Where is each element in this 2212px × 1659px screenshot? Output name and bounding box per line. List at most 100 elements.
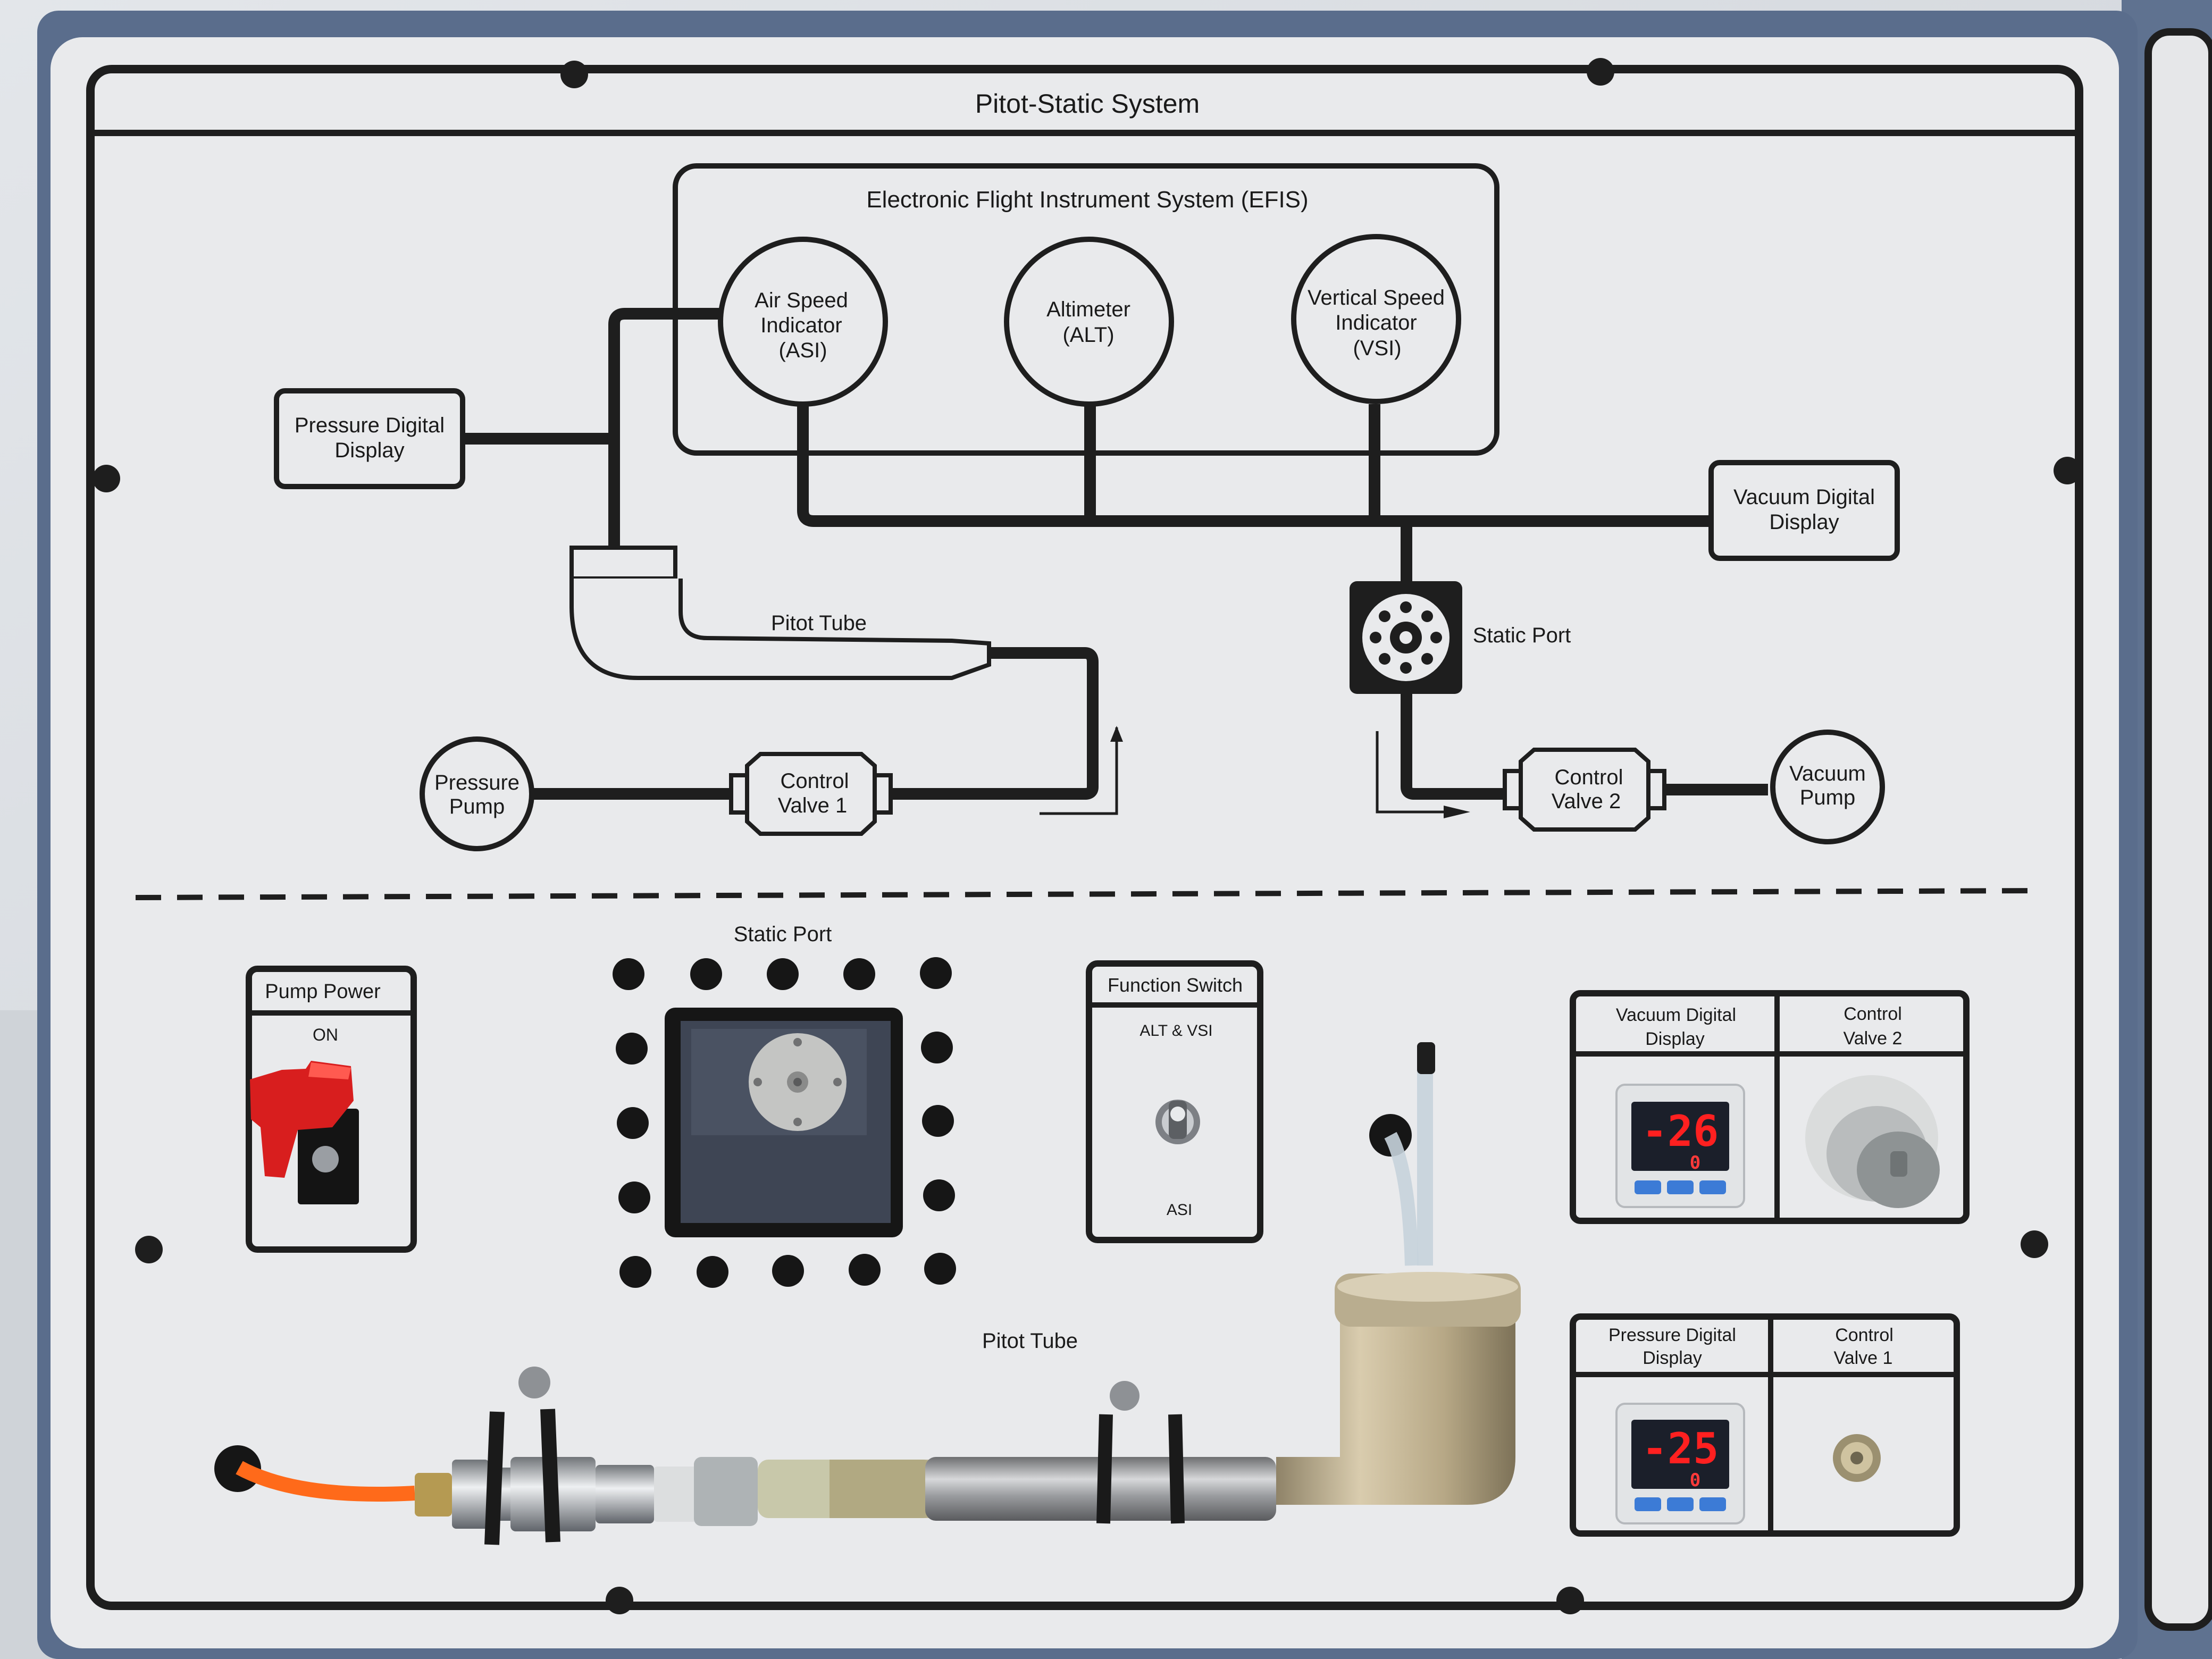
screw-icon bbox=[606, 1587, 633, 1614]
alt-label-1: Altimeter bbox=[1046, 298, 1130, 321]
screw-icon bbox=[93, 465, 120, 492]
pitot-tube-cap bbox=[569, 546, 677, 581]
pump-power-on-label: ON bbox=[313, 1025, 338, 1044]
function-switch-bottom-label: ASI bbox=[1167, 1201, 1192, 1219]
alt-label-2: (ALT) bbox=[1062, 323, 1114, 347]
flow-arrow-up bbox=[1040, 727, 1118, 815]
pressure-display-label-2: Display bbox=[334, 439, 404, 462]
static-port-diagram-label: Static Port bbox=[1473, 624, 1571, 647]
function-switch-title: Function Switch bbox=[1108, 974, 1243, 996]
vacuum-readout-sub: 0 bbox=[1690, 1152, 1700, 1174]
vacuum-display-label-2: Display bbox=[1645, 1029, 1704, 1049]
asi-label-1: Air Speed bbox=[755, 289, 848, 312]
pitot-tube-body bbox=[569, 579, 991, 680]
vsi-label-1: Vertical Speed bbox=[1308, 286, 1445, 309]
vacuum-valve-label-2: Valve 2 bbox=[1844, 1028, 1903, 1049]
vsi-circle bbox=[1291, 234, 1461, 404]
vacuum-readout-main: -26 bbox=[1642, 1107, 1719, 1156]
static-port-hardware-label: Static Port bbox=[734, 923, 832, 946]
pressure-pump-label-2: Pump bbox=[449, 795, 505, 818]
pressure-pump-circle bbox=[420, 736, 534, 851]
pressure-display-button-right[interactable] bbox=[1699, 1497, 1726, 1511]
pressure-display-label-2: Display bbox=[1643, 1348, 1702, 1368]
hex-fitting-1 bbox=[452, 1460, 489, 1529]
screw-icon bbox=[1556, 1587, 1584, 1614]
vacuum-valve-label-1: Control bbox=[1844, 1004, 1902, 1024]
pitot-tube-hardware-label: Pitot Tube bbox=[982, 1329, 1078, 1353]
schematic-diagram bbox=[135, 163, 2042, 900]
pitot-supply-line bbox=[888, 647, 1099, 800]
control-valve-1-label-2: Valve 1 bbox=[778, 794, 847, 817]
clamp-screw-icon bbox=[1110, 1381, 1139, 1411]
vacuum-pump-label-1: Vacuum bbox=[1789, 762, 1866, 785]
mounting-screws bbox=[93, 58, 2081, 1614]
panel-title: Pitot-Static System bbox=[975, 89, 1200, 119]
vacuum-display-box bbox=[1708, 460, 1900, 561]
asi-label-3: (ASI) bbox=[778, 339, 827, 362]
vacuum-display-button-left[interactable] bbox=[1635, 1180, 1661, 1194]
clamp-screw-icon bbox=[518, 1367, 550, 1398]
pipe-clamp-1 bbox=[484, 1409, 560, 1545]
control-valve-1-knob[interactable] bbox=[1833, 1434, 1881, 1482]
asi-label-2: Indicator bbox=[760, 314, 842, 337]
white-collar bbox=[654, 1467, 697, 1522]
static-line bbox=[797, 404, 1717, 527]
pressure-display-label-1: Pressure Digital bbox=[1608, 1325, 1736, 1345]
vacuum-pump-circle bbox=[1770, 730, 1885, 844]
pressure-digital-display: -25 0 bbox=[1615, 1403, 1745, 1524]
asi-circle bbox=[718, 237, 888, 407]
vsi-label-3: (VSI) bbox=[1353, 337, 1401, 360]
vacuum-instrument-box: Vacuum Digital Display Control Valve 2 -… bbox=[1570, 990, 1970, 1224]
pressure-readout-main: -25 bbox=[1642, 1424, 1719, 1473]
screw-icon bbox=[1587, 58, 1614, 86]
screw-icon bbox=[560, 61, 588, 88]
function-switch-panel: Function Switch ALT & VSI ASI bbox=[1086, 960, 1263, 1243]
orange-air-hose bbox=[236, 1461, 415, 1502]
hose-clamp-2 bbox=[694, 1457, 758, 1526]
panel-border bbox=[86, 65, 2083, 1610]
screw-icon bbox=[2054, 457, 2081, 484]
static-port-bolts bbox=[613, 957, 956, 1288]
section-divider bbox=[135, 888, 2042, 900]
control-valve-1-symbol bbox=[729, 752, 893, 836]
tube-fitting-top bbox=[1417, 1042, 1435, 1074]
pitot-tube-diagram-label: Pitot Tube bbox=[771, 611, 867, 635]
alt-circle bbox=[1004, 237, 1174, 407]
static-port-hardware: Static Port bbox=[613, 923, 956, 1288]
pressure-valve-label-1: Control bbox=[1835, 1325, 1893, 1345]
control-valve-2-symbol bbox=[1503, 748, 1666, 832]
function-switch-top-label: ALT & VSI bbox=[1139, 1022, 1212, 1040]
pump-power-title: Pump Power bbox=[265, 981, 381, 1003]
vacuum-line bbox=[1401, 691, 1505, 800]
pressure-display-button-mid[interactable] bbox=[1667, 1497, 1694, 1511]
vacuum-display-button-right[interactable] bbox=[1699, 1180, 1726, 1194]
vacuum-display-label-2: Display bbox=[1769, 510, 1839, 534]
pitot-brass-elbow bbox=[1276, 1289, 1515, 1505]
pipe-clamp-3 bbox=[1096, 1414, 1185, 1524]
control-valve-2-label-1: Control bbox=[1555, 766, 1623, 789]
chrome-coupling bbox=[596, 1465, 654, 1523]
vacuum-display-label-1: Vacuum Digital bbox=[1616, 1005, 1736, 1025]
vacuum-display-label-1: Vacuum Digital bbox=[1733, 485, 1875, 509]
flow-arrow-right bbox=[1376, 731, 1457, 814]
control-valve-2-knob[interactable] bbox=[1805, 1075, 1940, 1208]
vacuum-digital-display: -26 0 bbox=[1615, 1084, 1745, 1208]
efis-title: Electronic Flight Instrument System (EFI… bbox=[866, 187, 1308, 213]
pump-power-toggle-switch[interactable] bbox=[250, 1061, 359, 1204]
pressure-display-label-1: Pressure Digital bbox=[295, 414, 445, 437]
pressure-instrument-box: Pressure Digital Display Control Valve 1… bbox=[1570, 1313, 1960, 1537]
pressure-readout-sub: 0 bbox=[1690, 1470, 1700, 1491]
pitot-tube-hardware: Pitot Tube bbox=[214, 1042, 1521, 1545]
pressure-pump-label-1: Pressure bbox=[434, 771, 520, 794]
control-valve-2-label-2: Valve 2 bbox=[1552, 790, 1621, 813]
pitot-line-vertical bbox=[608, 308, 723, 548]
function-toggle-switch[interactable] bbox=[1155, 1100, 1200, 1144]
adjacent-panel-face bbox=[2144, 28, 2212, 1631]
pressure-valve-label-2: Valve 1 bbox=[1834, 1348, 1893, 1368]
screw-icon bbox=[135, 1236, 163, 1263]
pressure-display-button-left[interactable] bbox=[1635, 1497, 1661, 1511]
vacuum-display-button-mid[interactable] bbox=[1667, 1180, 1694, 1194]
pump-power-panel: Pump Power ON bbox=[246, 966, 417, 1253]
vsi-label-2: Indicator bbox=[1335, 311, 1417, 334]
